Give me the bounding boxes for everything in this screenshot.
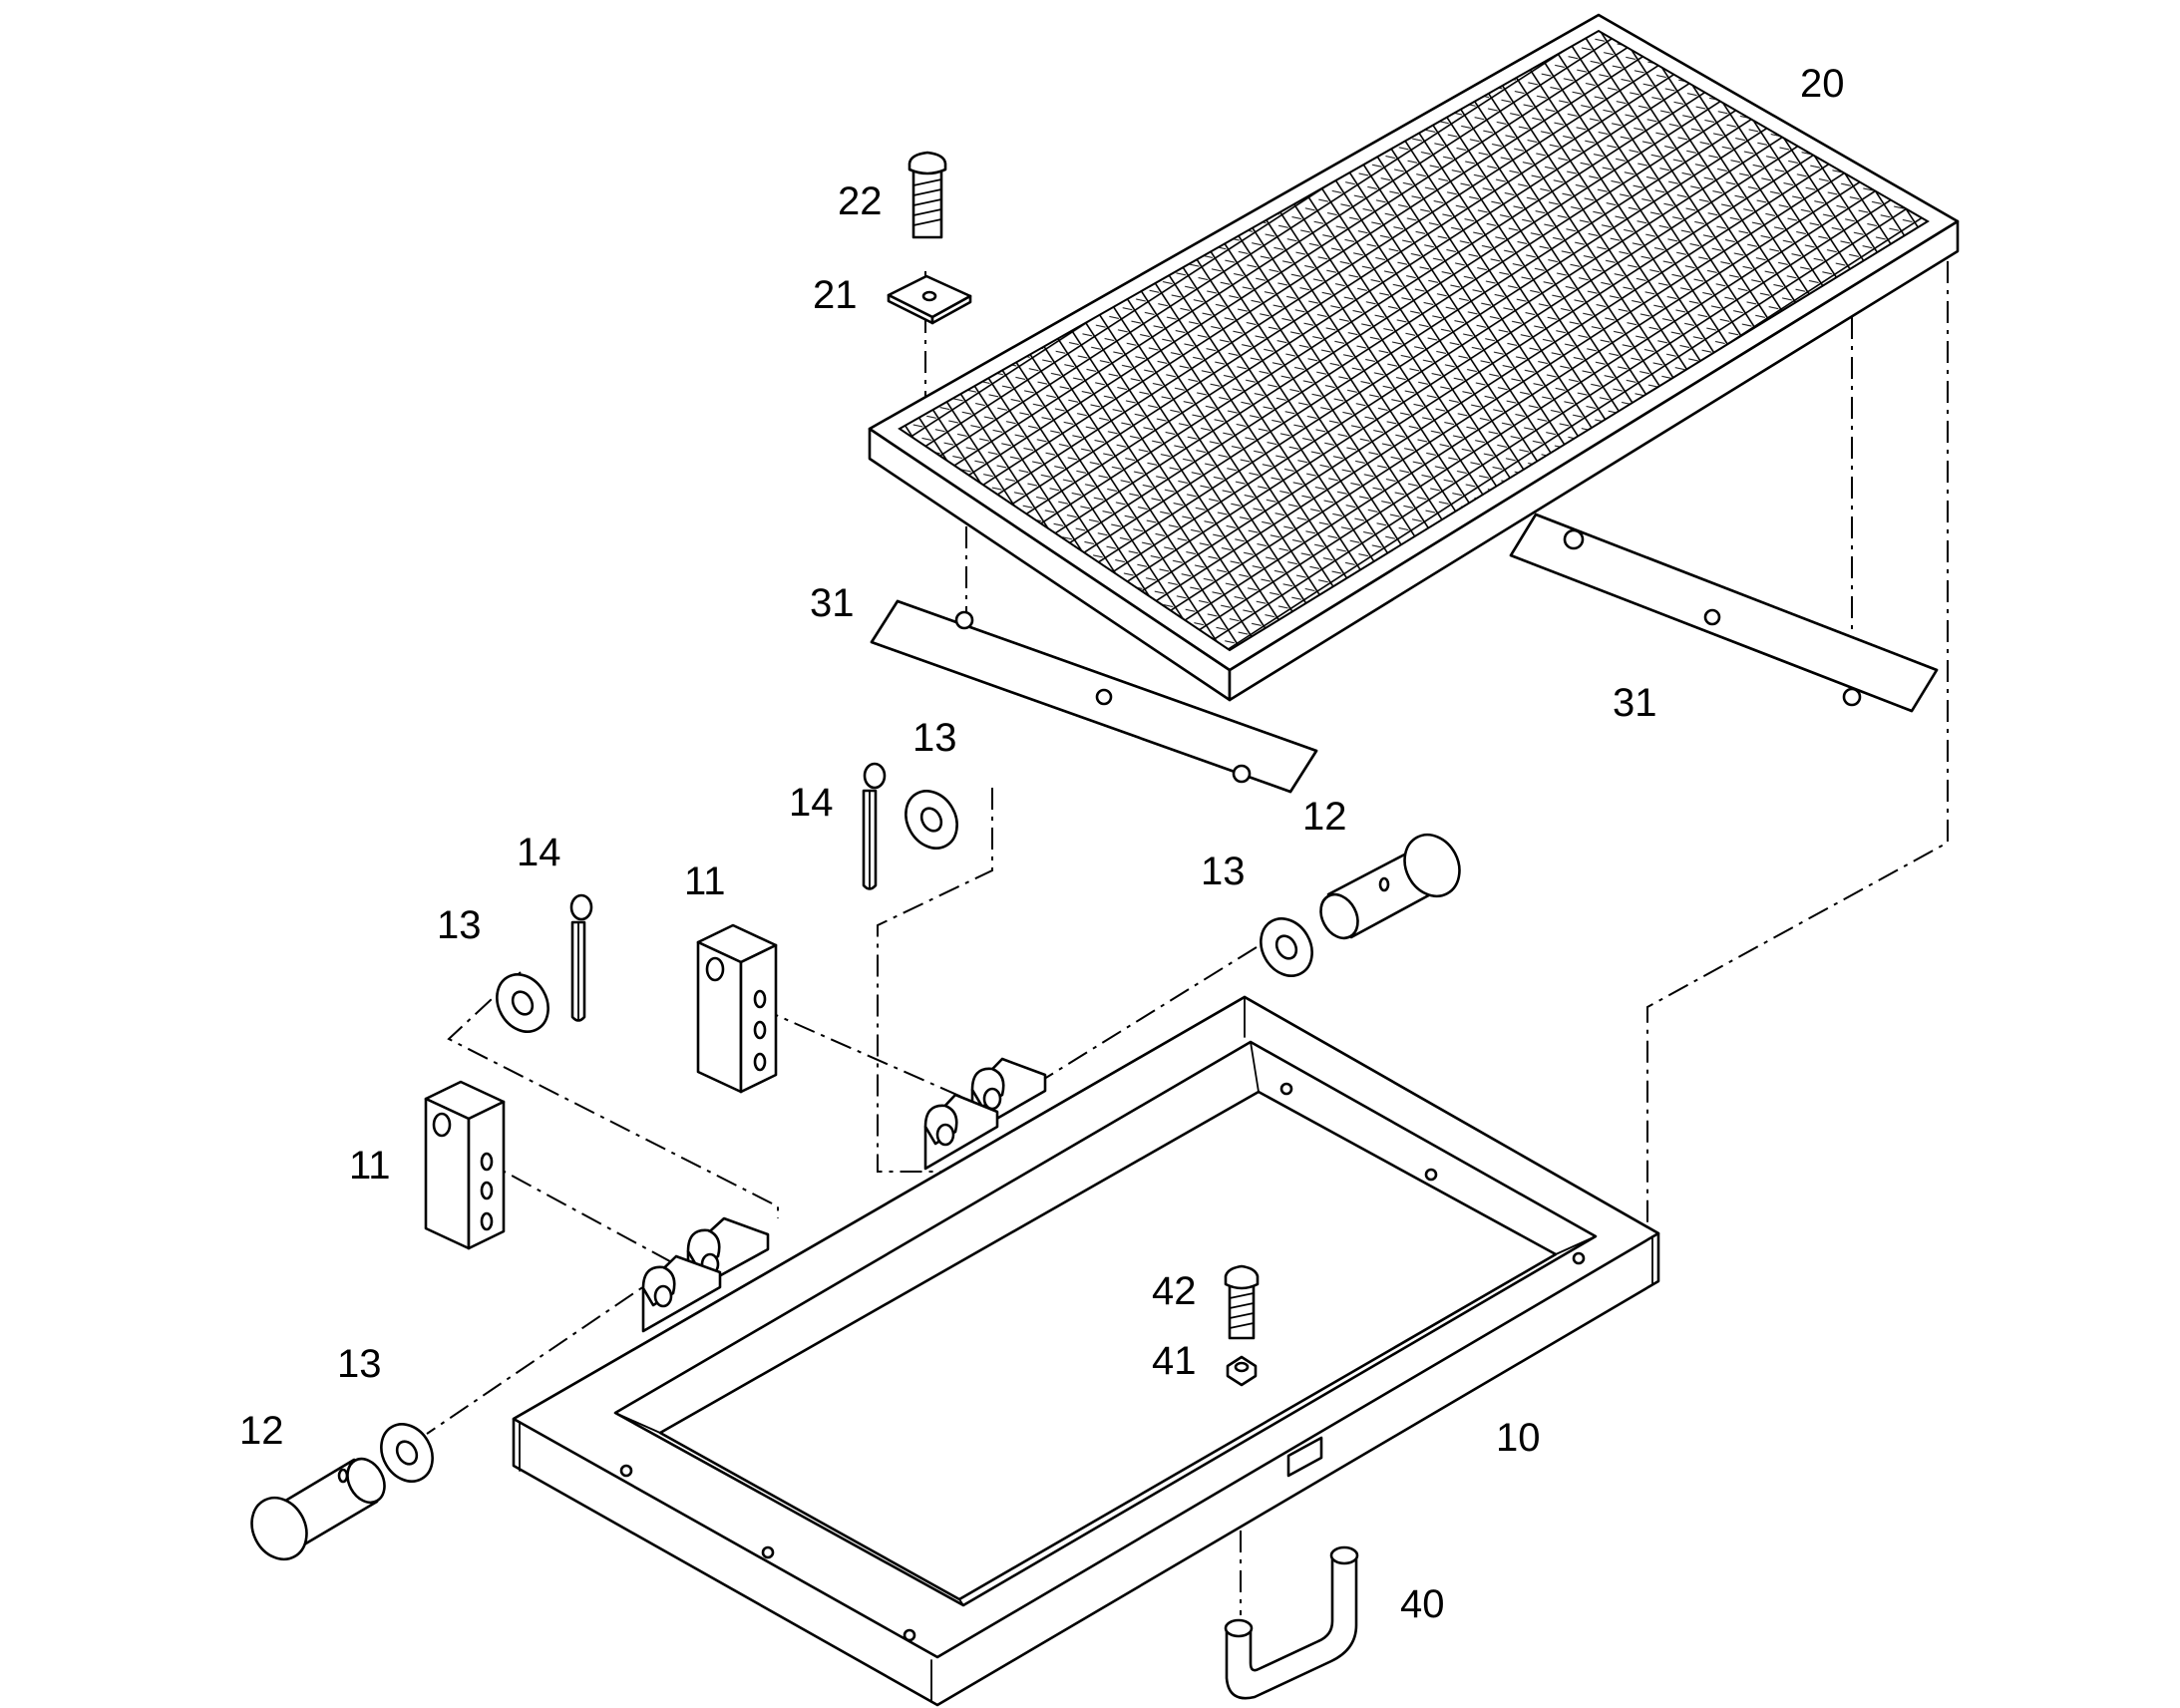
washer-part-13-upper-middle bbox=[905, 790, 958, 850]
label-13-upper-left: 13 bbox=[437, 903, 482, 947]
label-22: 22 bbox=[838, 179, 883, 223]
washer-part-13-lower-left bbox=[380, 1423, 434, 1483]
label-31-right: 31 bbox=[1613, 681, 1657, 725]
warning-strip-part-31-right bbox=[1509, 512, 1939, 713]
label-12-left: 12 bbox=[239, 1409, 284, 1453]
label-11-upper: 11 bbox=[684, 859, 726, 903]
frame-lug-lower bbox=[641, 1216, 770, 1333]
label-41: 41 bbox=[1152, 1339, 1197, 1383]
label-42: 42 bbox=[1152, 1269, 1197, 1313]
label-14-upper: 14 bbox=[789, 781, 834, 825]
label-12-right: 12 bbox=[1302, 795, 1347, 839]
pin-part-12-right bbox=[1319, 833, 1461, 940]
label-20: 20 bbox=[1800, 62, 1845, 106]
label-11-lower: 11 bbox=[349, 1144, 391, 1188]
clamp-block-part-11-upper bbox=[696, 923, 778, 1094]
clamp-block-part-11-lower bbox=[424, 1080, 506, 1250]
frame-lug-upper bbox=[923, 1057, 1047, 1171]
label-13-upper-middle: 13 bbox=[912, 716, 957, 760]
u-handle-part-40 bbox=[1224, 1545, 1359, 1700]
grating-part-20 bbox=[868, 13, 1960, 702]
label-13-lower-left: 13 bbox=[337, 1342, 382, 1386]
part-labels: 10 11 11 12 12 13 13 13 13 14 14 20 21 2… bbox=[239, 62, 1845, 1626]
bolt-part-42 bbox=[1224, 1264, 1260, 1340]
label-40: 40 bbox=[1400, 1582, 1445, 1626]
washer-part-13-right bbox=[1260, 917, 1313, 977]
washer-part-13-upper-left bbox=[496, 973, 549, 1033]
bolt-part-22 bbox=[908, 151, 947, 239]
plate-washer-part-21 bbox=[887, 274, 972, 325]
nut-part-41 bbox=[1226, 1355, 1258, 1387]
label-13-right: 13 bbox=[1201, 850, 1246, 893]
assembly-lines bbox=[426, 261, 1949, 1615]
label-14-left: 14 bbox=[517, 831, 561, 874]
warning-strip-part-31-left bbox=[870, 599, 1318, 794]
label-10: 10 bbox=[1496, 1416, 1541, 1460]
pin-part-12-left bbox=[250, 1457, 386, 1561]
cotter-pin-part-14-upper bbox=[862, 762, 887, 890]
cotter-pin-part-14-left bbox=[569, 893, 593, 1022]
label-21: 21 bbox=[813, 273, 858, 317]
frame-part-10 bbox=[512, 995, 1660, 1707]
label-31-left: 31 bbox=[810, 581, 855, 625]
